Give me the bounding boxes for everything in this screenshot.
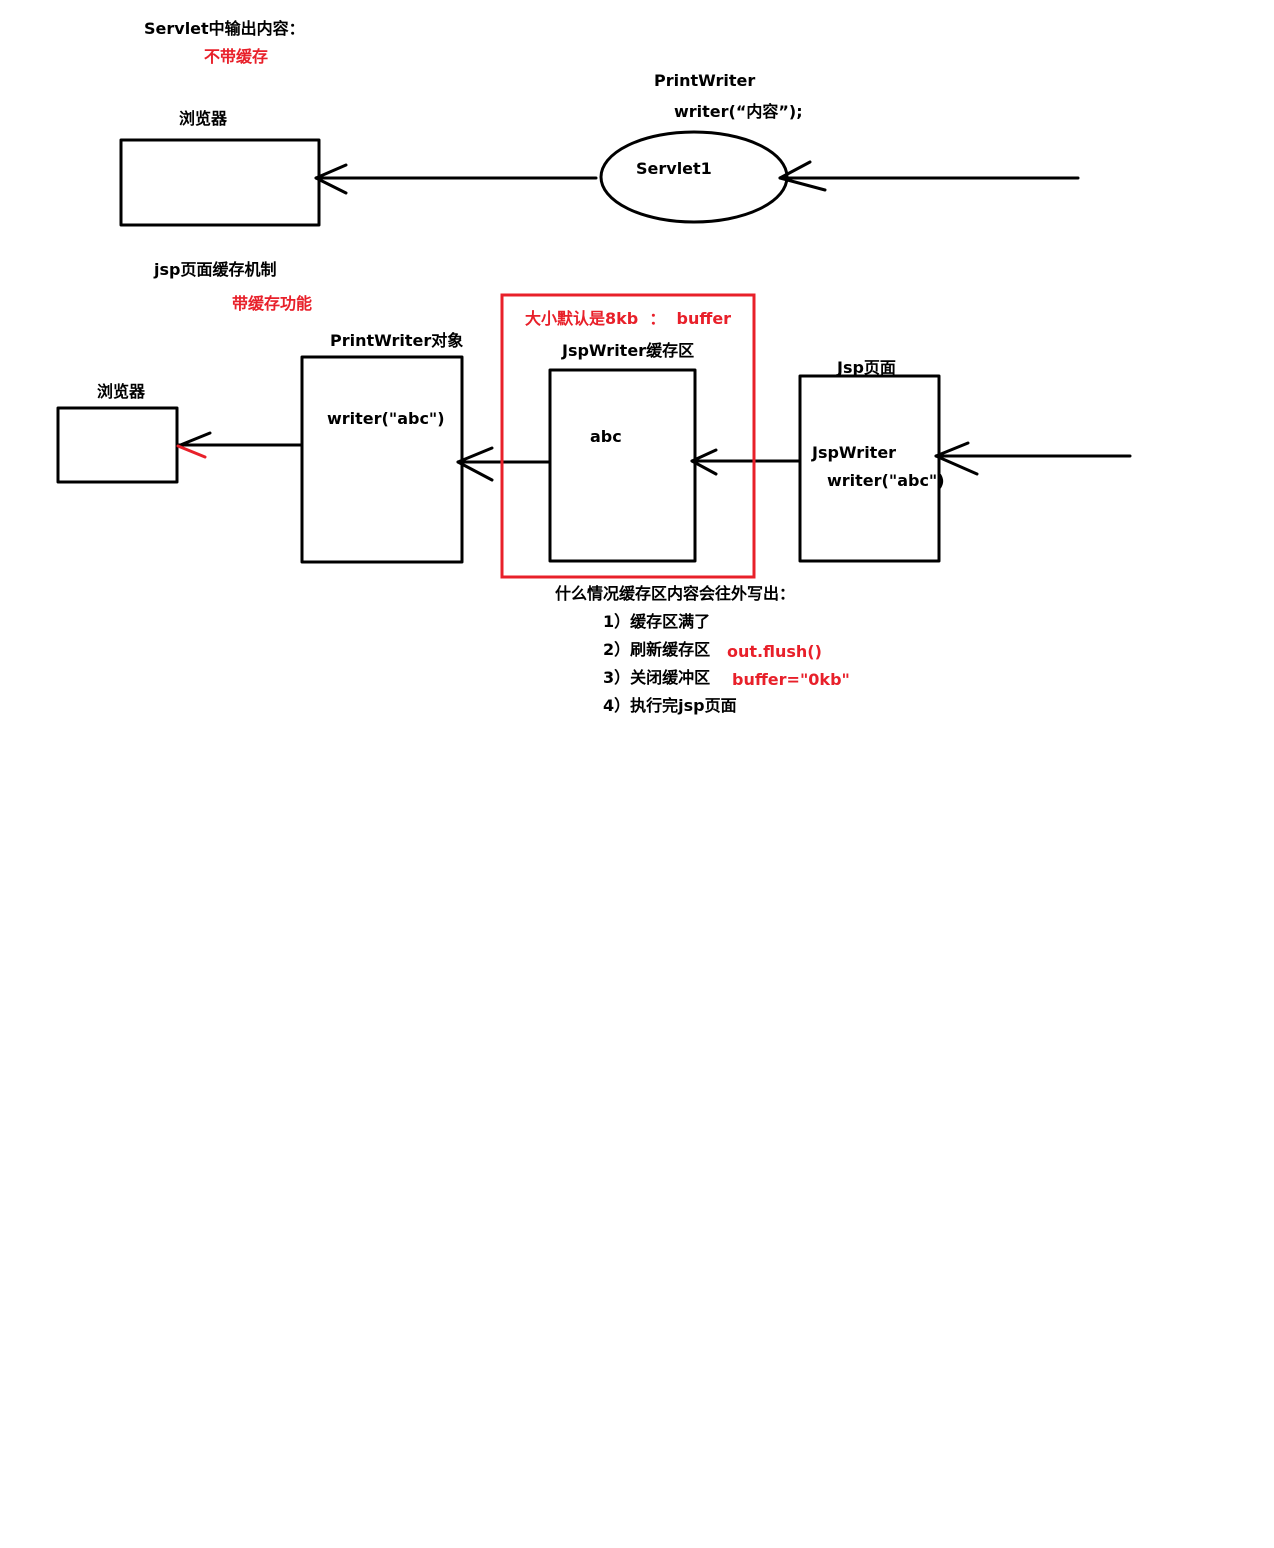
- browser-box-top: [119, 138, 321, 227]
- servlet1-label: Servlet1: [636, 159, 712, 178]
- jspwriter-buffer-label: JspWriter缓存区: [562, 341, 695, 360]
- section2-title: jsp页面缓存机制: [154, 260, 277, 279]
- flush-condition-3-note: buffer="0kb": [732, 670, 850, 689]
- flush-condition-2: 2）刷新缓存区: [603, 640, 711, 659]
- jspwriter-buffer-box: [548, 368, 697, 563]
- flush-conditions-title: 什么情况缓存区内容会往外写出：: [555, 584, 796, 603]
- arrowhead-browser-top: [314, 163, 348, 195]
- printwriter-object-box: [300, 355, 464, 564]
- arrowhead-servlet: [778, 160, 827, 192]
- printwriter-object-label: PrintWriter对象: [330, 331, 464, 350]
- section2-subtitle: 带缓存功能: [232, 294, 313, 313]
- jsp-writer-label: JspWriter: [812, 443, 897, 462]
- arrowhead-browser-bottom-red: [176, 444, 207, 459]
- browser-label-bottom: 浏览器: [97, 382, 146, 401]
- jsp-page-box: [798, 374, 941, 563]
- section1-subtitle: 不带缓存: [204, 47, 269, 66]
- flush-condition-3: 3）关闭缓冲区: [603, 668, 711, 687]
- buffer-highlight-frame: [500, 293, 756, 579]
- buffer-size-note: 大小默认是8kb ： buffer: [525, 309, 732, 328]
- section1-title: Servlet中输出内容：: [144, 19, 305, 38]
- printwriter-label: PrintWriter: [654, 71, 756, 90]
- flush-condition-4: 4）执行完jsp页面: [603, 696, 737, 715]
- browser-box-bottom: [56, 406, 179, 484]
- flush-condition-2-note: out.flush(): [727, 642, 822, 661]
- arrowhead-printwriter: [456, 446, 494, 482]
- buffer-content-label: abc: [590, 427, 622, 446]
- flush-condition-1: 1）缓存区满了: [603, 612, 711, 631]
- arrowhead-buffer: [690, 448, 718, 476]
- arrowhead-browser-bottom: [176, 431, 212, 448]
- jsp-write-label: writer("abc"): [827, 471, 945, 490]
- jsp-page-label: Jsp页面: [837, 358, 896, 377]
- write-call-label: writer(“内容”);: [674, 102, 803, 121]
- printwriter-write-label: writer("abc"): [327, 409, 445, 428]
- browser-label-top: 浏览器: [179, 109, 228, 128]
- arrowhead-jsp: [934, 441, 979, 476]
